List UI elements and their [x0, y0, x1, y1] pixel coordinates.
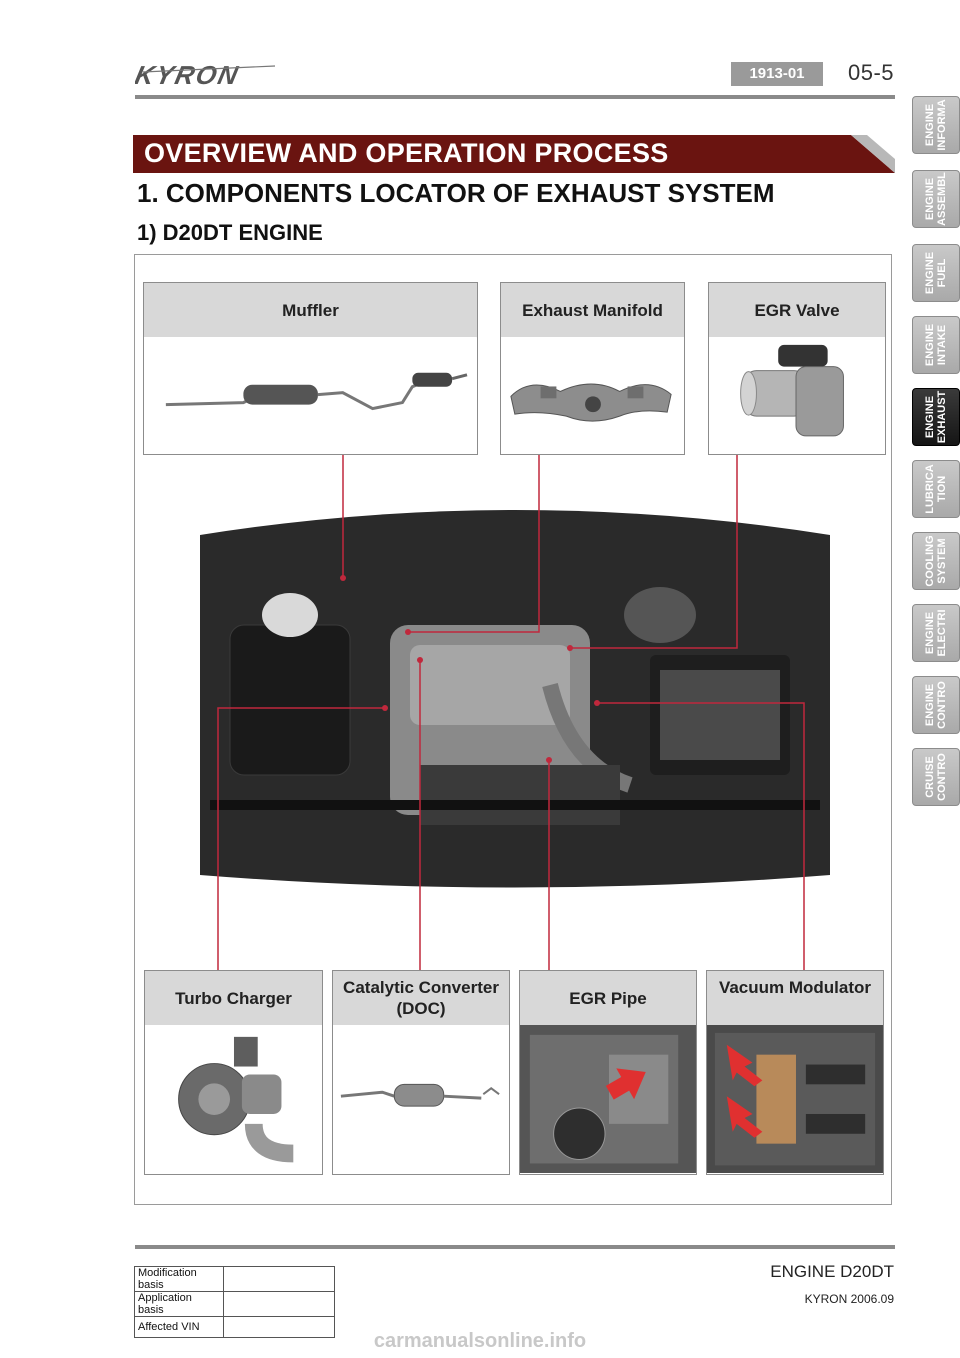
- catalytic-converter-label: Catalytic Converter (DOC): [333, 971, 509, 1026]
- kyron-logo: KYRON: [135, 60, 276, 90]
- affected-vin-value: [223, 1316, 335, 1338]
- banner-title: OVERVIEW AND OPERATION PROCESS: [144, 138, 669, 168]
- turbo-charger-illustration: [145, 1025, 322, 1174]
- egr-pipe-card: EGR Pipe: [519, 970, 697, 1175]
- section-heading: 1. COMPONENTS LOCATOR OF EXHAUST SYSTEM: [137, 178, 775, 208]
- affected-vin-label: Affected VIN: [134, 1316, 224, 1338]
- muffler-illustration: [144, 337, 477, 455]
- watermark-text: carmanualsonline.info: [373, 1330, 587, 1352]
- vacuum-modulator-card: Vacuum Modulator: [706, 970, 884, 1175]
- page-number: 05-5: [848, 60, 895, 85]
- catalytic-converter-label-line1: Catalytic Converter: [343, 978, 499, 997]
- table-row: Application basis: [134, 1291, 335, 1317]
- footer-model-date: KYRON 2006.09: [804, 1292, 894, 1306]
- application-basis-value: [223, 1291, 335, 1317]
- footer-engine-title: ENGINE D20DT: [770, 1262, 894, 1281]
- egr-valve-card: EGR Valve: [708, 282, 886, 455]
- modification-table: Modification basis Application basis Aff…: [134, 1266, 335, 1338]
- table-row: Modification basis: [134, 1266, 335, 1292]
- exhaust-manifold-label: Exhaust Manifold: [501, 283, 684, 338]
- egr-pipe-illustration: [520, 1025, 696, 1174]
- application-basis-label: Application basis: [134, 1291, 224, 1317]
- turbo-charger-label: Turbo Charger: [145, 971, 322, 1026]
- section-code-badge: 1913-01: [731, 62, 823, 86]
- catalytic-converter-card: Catalytic Converter (DOC): [332, 970, 510, 1175]
- header-divider: [135, 95, 895, 99]
- muffler-card: Muffler: [143, 282, 478, 455]
- muffler-label: Muffler: [144, 283, 477, 338]
- modification-basis-value: [223, 1266, 335, 1292]
- table-row: Affected VIN: [134, 1316, 335, 1338]
- section-banner: [133, 135, 895, 173]
- catalytic-converter-label-line2: (DOC): [396, 999, 446, 1018]
- exhaust-manifold-card: Exhaust Manifold: [500, 282, 685, 455]
- footer-divider: [135, 1245, 895, 1249]
- exhaust-manifold-illustration: [501, 337, 684, 454]
- modification-basis-label: Modification basis: [134, 1266, 224, 1292]
- turbo-charger-card: Turbo Charger: [144, 970, 323, 1175]
- vacuum-modulator-illustration: [707, 1025, 883, 1174]
- catalytic-converter-illustration: [333, 1025, 509, 1174]
- subsection-heading: 1) D20DT ENGINE: [137, 220, 323, 245]
- egr-pipe-label: EGR Pipe: [520, 971, 696, 1026]
- egr-valve-illustration: [709, 337, 885, 454]
- svg-text:KYRON: KYRON: [135, 60, 242, 90]
- egr-valve-label: EGR Valve: [709, 283, 885, 338]
- engine-bay-photo: [190, 505, 840, 890]
- vacuum-modulator-label: Vacuum Modulator: [707, 971, 883, 1032]
